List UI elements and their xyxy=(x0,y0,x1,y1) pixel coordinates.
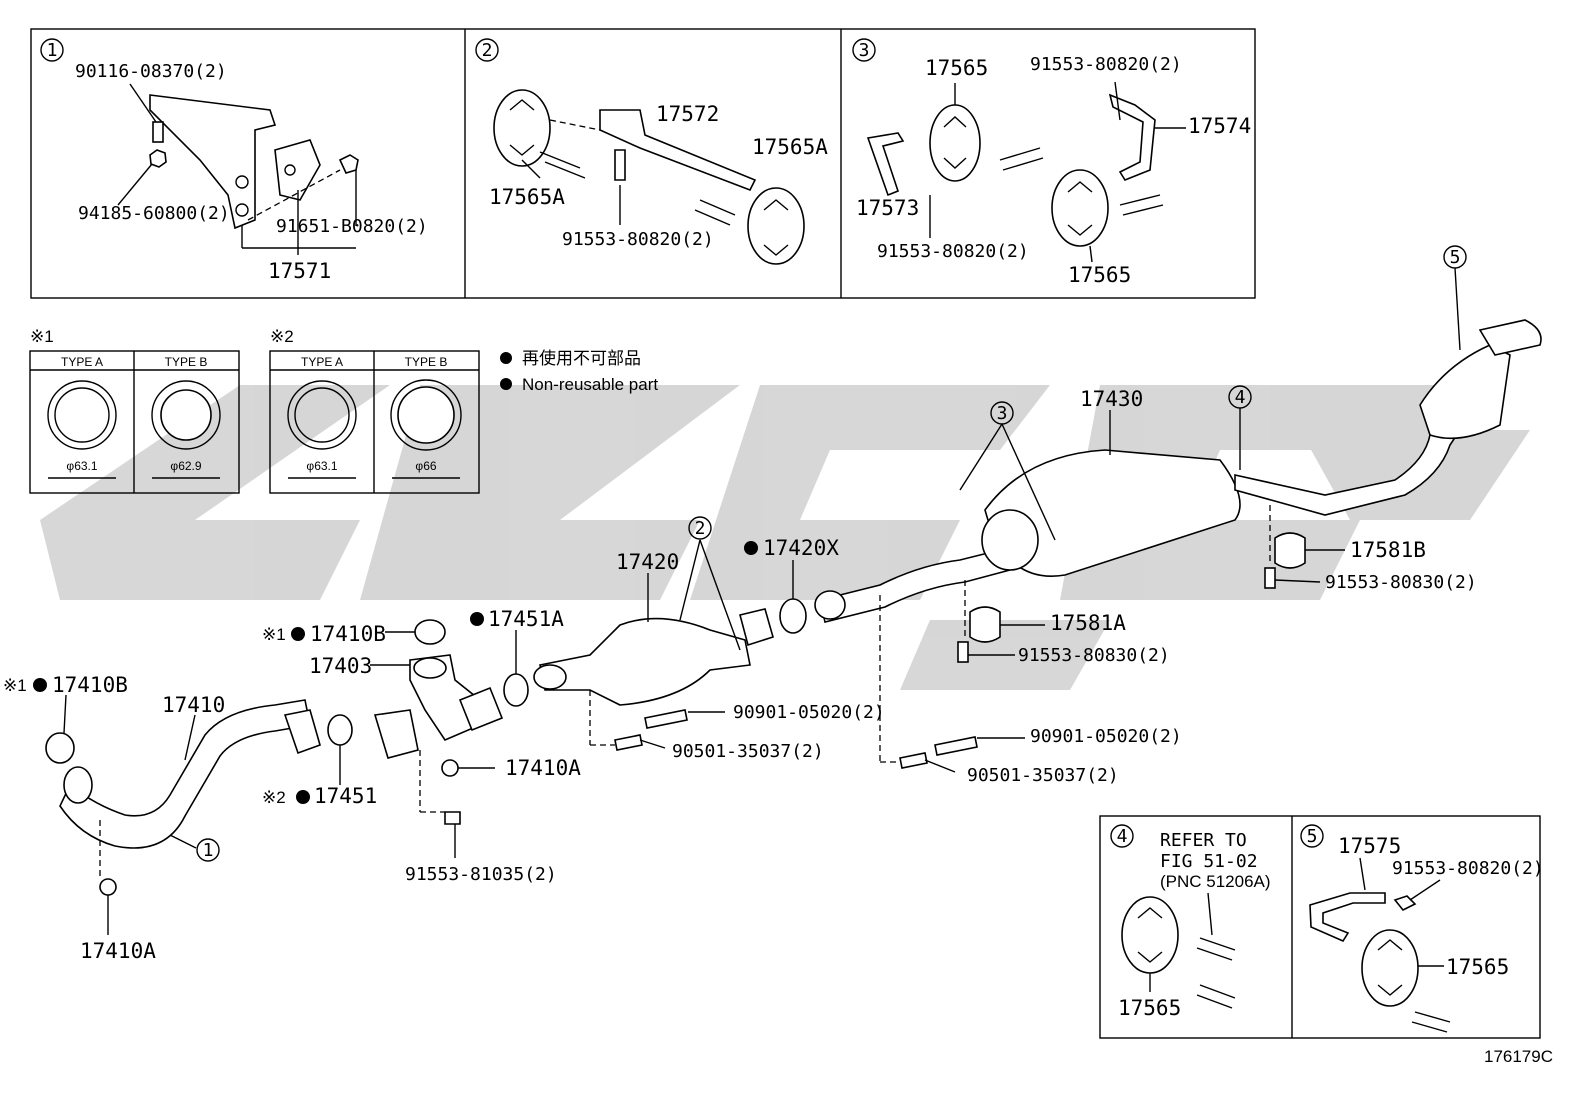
label-91651-B0820: 91651-B0820(2) xyxy=(276,216,428,237)
gasket-17451 xyxy=(327,714,353,746)
label-17565-d4: 17565 xyxy=(1118,996,1181,1020)
gasket-17451A xyxy=(503,673,529,707)
label-91553-80820-d3b: 91553-80820(2) xyxy=(877,241,1029,262)
gasket-table-2-header-a: TYPE A xyxy=(301,355,343,369)
svg-text:1: 1 xyxy=(203,840,214,861)
legend: 再使用不可部品 Non-reusable part xyxy=(500,348,658,394)
label-17410: 17410 xyxy=(162,693,225,717)
hanger-17581A xyxy=(969,606,1001,643)
gasket-17410B-a xyxy=(45,732,75,764)
gasket-table-1: ※1 TYPE A TYPE B φ63.1 φ62.9 xyxy=(29,327,240,494)
hanger-17581B xyxy=(1274,532,1306,569)
gasket-table-2-dim-b: φ66 xyxy=(415,459,436,473)
label-90501-35037-b: 90501-35037(2) xyxy=(967,765,1119,786)
svg-text:5: 5 xyxy=(1450,247,1461,268)
main-labels: ※1 17410B ※1 17410B 17410 17403 ※2 17451… xyxy=(3,387,1477,963)
gasket-17420X xyxy=(779,598,807,634)
svg-text:2: 2 xyxy=(695,518,706,539)
label-91553-80820-d5: 91553-80820(2) xyxy=(1392,858,1544,879)
label-91553-80820-d2: 91553-80820(2) xyxy=(562,229,714,250)
gasket-table-1-header-b: TYPE B xyxy=(165,355,208,369)
gasket-table-2-dim-a: φ63.1 xyxy=(306,459,337,473)
refer-line-3: (PNC 51206A) xyxy=(1160,872,1271,891)
label-17565A-left: 17565A xyxy=(489,185,565,209)
refer-line-1: REFER TO xyxy=(1160,830,1247,851)
bracket-drawing xyxy=(149,94,277,230)
label-94185-60800: 94185-60800(2) xyxy=(78,203,230,224)
label-17575: 17575 xyxy=(1338,834,1401,858)
legend-jp: 再使用不可部品 xyxy=(522,348,641,368)
detail-box-2: 2 17572 17565A 17565A 91553-80820(2) xyxy=(475,38,828,265)
mark-17410B-b: ※1 xyxy=(262,625,286,644)
label-17410B-a: 17410B xyxy=(52,673,128,697)
detail-3-number: 3 xyxy=(859,40,870,61)
leader-lines xyxy=(63,267,1461,935)
detail-frame xyxy=(30,28,1256,299)
label-17565-top: 17565 xyxy=(925,56,988,80)
label-91553-80830-a: 91553-80830(2) xyxy=(1018,645,1170,666)
label-17451A: 17451A xyxy=(488,607,564,631)
gasket-table-1-dim-a: φ63.1 xyxy=(66,459,97,473)
detail-5-number: 5 xyxy=(1307,826,1318,847)
gasket-table-2: ※2 TYPE A TYPE B φ63.1 φ66 xyxy=(269,327,480,494)
gasket-table-2-header-b: TYPE B xyxy=(405,355,448,369)
label-17581B: 17581B xyxy=(1350,538,1426,562)
label-17572: 17572 xyxy=(656,102,719,126)
callout-2: 2 xyxy=(688,516,712,540)
label-17565-bottom: 17565 xyxy=(1068,263,1131,287)
detail-box-3: 3 17565 91553-80820(2) 17574 17573 91553… xyxy=(852,38,1251,287)
label-17403: 17403 xyxy=(309,654,372,678)
gasket-table-1-mark: ※1 xyxy=(30,327,54,346)
gasket-table-1-header-a: TYPE A xyxy=(61,355,103,369)
label-17410A-a: 17410A xyxy=(505,756,581,780)
label-17571: 17571 xyxy=(268,259,331,283)
exhaust-assembly xyxy=(45,319,1542,896)
callout-1: 1 xyxy=(196,838,220,862)
label-17410B-b: 17410B xyxy=(310,622,386,646)
label-17565-d5: 17565 xyxy=(1446,955,1509,979)
label-17451: 17451 xyxy=(314,784,377,808)
callout-4: 4 xyxy=(1228,385,1252,409)
label-17573: 17573 xyxy=(856,196,919,220)
label-90501-35037-a: 90501-35037(2) xyxy=(672,741,824,762)
refer-line-2: FIG 51-02 xyxy=(1160,851,1258,872)
legend-en: Non-reusable part xyxy=(522,375,658,394)
callout-5: 5 xyxy=(1443,245,1467,269)
label-17420: 17420 xyxy=(616,550,679,574)
label-17574: 17574 xyxy=(1188,114,1251,138)
label-17420X: 17420X xyxy=(763,536,839,560)
mark-17451: ※2 xyxy=(262,788,286,807)
gasket-table-1-dim-b: φ62.9 xyxy=(170,459,201,473)
label-91553-80820-d3a: 91553-80820(2) xyxy=(1030,54,1182,75)
label-90901-05020-b: 90901-05020(2) xyxy=(1030,726,1182,747)
label-17430: 17430 xyxy=(1080,387,1143,411)
callout-3: 3 xyxy=(990,401,1014,425)
mark-17410B-a: ※1 xyxy=(3,676,27,695)
gasket-table-2-mark: ※2 xyxy=(270,327,294,346)
label-17565A-right: 17565A xyxy=(752,135,828,159)
detail-box-4: 4 REFER TO FIG 51-02 (PNC 51206A) 17565 xyxy=(1110,824,1271,1020)
detail-frame-bottom xyxy=(1099,815,1541,1039)
detail-box-5: 5 17575 91553-80820(2) 17565 xyxy=(1300,824,1544,1033)
figure-id: 176179C xyxy=(1484,1047,1553,1066)
gasket-17410B-b xyxy=(414,619,446,645)
label-17410A-b: 17410A xyxy=(80,939,156,963)
label-91553-81035: 91553-81035(2) xyxy=(405,864,557,885)
detail-1-number: 1 xyxy=(47,40,58,61)
label-90116-08370: 90116-08370(2) xyxy=(75,61,227,82)
svg-text:4: 4 xyxy=(1235,387,1246,408)
detail-box-1: 1 90116-08370(2) 94185-60800(2) 91651-B0… xyxy=(40,38,428,283)
label-90901-05020-a: 90901-05020(2) xyxy=(733,702,885,723)
detail-2-number: 2 xyxy=(482,40,493,61)
svg-text:3: 3 xyxy=(997,403,1008,424)
label-91553-80830-b: 91553-80830(2) xyxy=(1325,572,1477,593)
label-17581A: 17581A xyxy=(1050,611,1126,635)
detail-4-number: 4 xyxy=(1117,826,1128,847)
